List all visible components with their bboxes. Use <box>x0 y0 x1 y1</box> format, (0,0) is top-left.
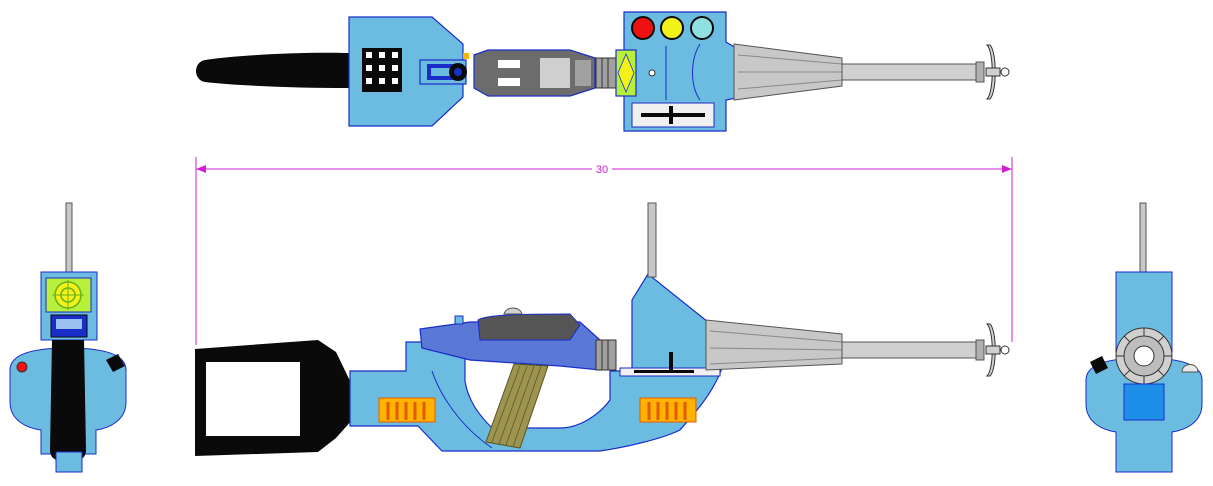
rear-black-knob <box>106 354 125 372</box>
top-stock <box>196 52 352 88</box>
rear-grip <box>50 340 86 462</box>
side-trigger-grip <box>485 363 549 449</box>
front-blue-square <box>1123 383 1165 421</box>
side-stock-window <box>206 362 310 436</box>
side-view <box>195 202 1010 456</box>
front-black-knob <box>1090 356 1108 374</box>
top-small-tab <box>463 53 469 59</box>
top-body-plate <box>348 16 464 127</box>
side-handle <box>477 313 581 341</box>
top-light-yellow <box>660 16 684 40</box>
side-muzzle-dish <box>985 323 996 377</box>
front-antenna <box>1139 202 1147 274</box>
dimension-line: 30 <box>195 157 1013 345</box>
top-view <box>196 11 1010 132</box>
front-view <box>1085 202 1203 473</box>
rear-view <box>9 202 127 473</box>
side-receiver <box>349 273 723 452</box>
rear-light-red <box>16 361 28 373</box>
top-muzzle-dish <box>985 44 996 100</box>
side-connector <box>595 339 617 371</box>
side-cone <box>705 319 843 371</box>
top-light-cyan <box>690 16 714 40</box>
top-keypad-keys <box>366 52 398 84</box>
side-antenna <box>647 202 657 278</box>
top-light-red <box>631 16 655 40</box>
top-connector <box>595 57 617 89</box>
side-barrel <box>841 341 981 359</box>
top-barrel <box>841 63 981 81</box>
rear-antenna <box>65 202 73 274</box>
dimension-label: 30 <box>596 164 608 176</box>
front-dome <box>1181 364 1199 373</box>
rear-foot <box>55 451 83 473</box>
top-indicator-dot <box>648 69 656 77</box>
